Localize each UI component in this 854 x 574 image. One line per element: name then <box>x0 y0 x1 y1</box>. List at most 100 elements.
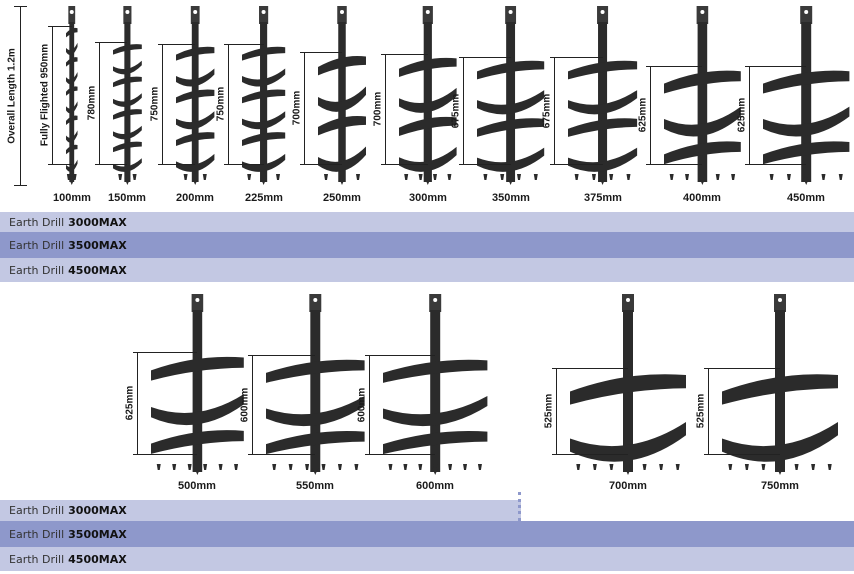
auger-flight <box>663 141 741 165</box>
auger-flight <box>150 394 244 426</box>
diameter-label: 550mm <box>296 480 334 492</box>
length-dimension-tick-top <box>224 44 264 45</box>
length-dimension-tick-bottom <box>381 164 428 165</box>
overall-length-tick-bottom <box>14 185 27 186</box>
auger-drive-hex <box>696 6 708 24</box>
band-prefix: Earth Drill <box>9 552 65 566</box>
length-dimension-line <box>650 66 651 164</box>
auger-flight <box>477 60 545 80</box>
auger-flight <box>663 70 741 94</box>
overall-length-dimension <box>20 6 21 186</box>
band-prefix: Earth Drill <box>9 215 65 229</box>
auger-flight <box>318 115 366 136</box>
diameter-label: 450mm <box>787 192 825 204</box>
auger-pilot-point <box>191 178 198 185</box>
auger-flight <box>242 68 286 87</box>
auger-flight <box>382 359 488 383</box>
length-label: Fully Flighted 950mm <box>39 43 51 147</box>
diameter-label: 375mm <box>584 192 622 204</box>
diameter-label: 750mm <box>761 480 799 492</box>
auger-flight <box>112 109 142 120</box>
band-model: 4500MAX <box>68 263 127 277</box>
length-dimension-tick-top <box>248 355 315 356</box>
auger-shaft <box>598 22 608 182</box>
length-dimension-line <box>228 44 229 164</box>
auger-flight <box>66 130 78 143</box>
auger-drive-hex <box>597 6 609 24</box>
auger-flight <box>318 146 366 172</box>
length-dimension-line <box>162 44 163 164</box>
auger-flight <box>568 118 638 137</box>
auger-teeth <box>271 464 359 470</box>
auger-pilot-point <box>777 468 783 475</box>
auger-pin-hole <box>312 298 317 302</box>
auger-pin-hole <box>192 10 197 14</box>
length-dimension-tick-bottom <box>365 454 435 455</box>
length-dimension-line <box>556 368 557 454</box>
auger-pin-hole <box>69 10 74 14</box>
length-label: 700mm <box>372 91 384 127</box>
auger-pin-hole <box>425 10 430 14</box>
diameter-label: 250mm <box>323 192 361 204</box>
auger-top-4 <box>318 6 366 185</box>
auger-flight <box>175 132 215 146</box>
auger-pilot-point <box>339 178 345 185</box>
length-dimension-line <box>52 26 53 164</box>
length-dimension-tick-bottom <box>704 454 780 455</box>
length-dimension-line <box>137 352 138 454</box>
auger-drive-hex <box>191 294 203 312</box>
auger-top-2 <box>175 6 215 185</box>
band-model: 4500MAX <box>68 552 127 566</box>
auger-flight <box>66 159 78 172</box>
auger-flight <box>66 86 78 96</box>
length-dimension-tick-bottom <box>224 164 264 165</box>
diameter-label: 150mm <box>108 192 146 204</box>
length-dimension-tick-bottom <box>745 164 806 165</box>
auger-top-5 <box>399 6 457 185</box>
auger-flight <box>66 42 78 56</box>
auger-drive-hex <box>622 294 634 312</box>
auger-pilot-point <box>260 178 267 185</box>
auger-drive-hex <box>428 294 441 312</box>
length-label: 675mm <box>541 93 553 129</box>
auger-flight <box>112 158 142 172</box>
auger-flight <box>570 374 686 405</box>
auger-flight <box>722 374 838 405</box>
auger-flight <box>242 153 286 172</box>
auger-flight <box>112 76 142 88</box>
auger-pilot-point <box>599 178 606 185</box>
auger-flight <box>242 89 286 104</box>
band-model: 3000MAX <box>68 215 127 229</box>
auger-drive-hex <box>259 6 269 24</box>
length-dimension-tick-bottom <box>158 164 195 165</box>
diameter-label: 225mm <box>245 192 283 204</box>
diameter-label: 400mm <box>683 192 721 204</box>
auger-flight <box>242 111 286 130</box>
auger-pin-hole <box>340 10 344 14</box>
auger-drive-hex <box>122 6 132 24</box>
auger-drive-hex <box>190 6 200 24</box>
auger-flight <box>722 422 838 462</box>
length-dimension-tick-bottom <box>646 164 702 165</box>
auger-flight <box>150 356 244 381</box>
band-prefix: Earth Drill <box>9 527 65 541</box>
auger-flight <box>66 101 78 114</box>
auger-shaft <box>191 22 199 182</box>
auger-bottom-4 <box>722 294 838 475</box>
auger-flight <box>382 431 488 455</box>
auger-pin-hole <box>261 10 266 14</box>
overall-length-label: Overall Length 1.2m <box>6 48 18 144</box>
auger-drive-hex <box>774 294 786 312</box>
auger-flight <box>112 93 142 107</box>
auger-pilot-point <box>625 468 631 475</box>
length-dimension-tick-bottom <box>550 164 603 165</box>
auger-flight <box>112 141 142 153</box>
auger-pin-hole <box>194 298 199 302</box>
auger-shaft <box>69 22 75 182</box>
length-dimension-tick-top <box>300 52 342 53</box>
auger-teeth <box>156 464 238 470</box>
auger-flight <box>66 115 78 125</box>
diameter-label: 300mm <box>409 192 447 204</box>
band-model: 3000MAX <box>68 504 127 517</box>
auger-flight <box>66 27 78 38</box>
